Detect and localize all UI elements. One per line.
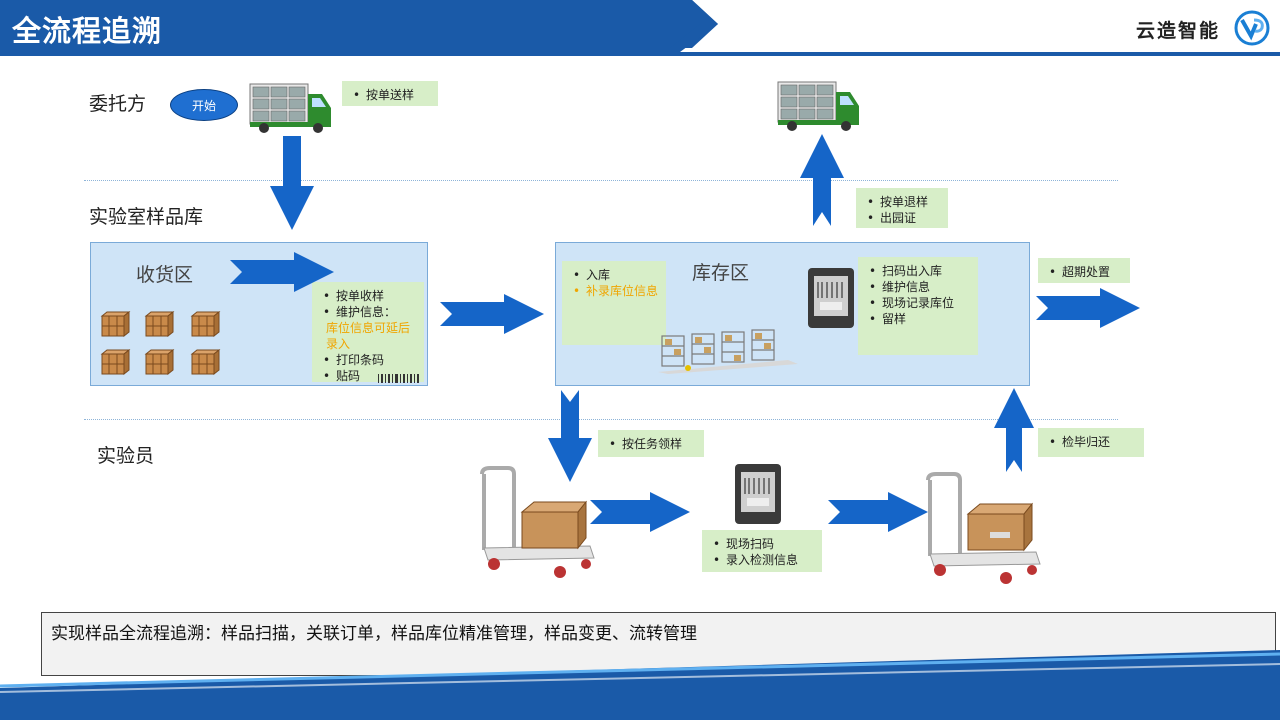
- arrow-right-overdue: [1036, 288, 1140, 328]
- note-item: 按任务领样: [609, 436, 696, 452]
- arrow-right-to-cart: [828, 492, 928, 532]
- arrow-right-to-inventory: [440, 294, 544, 334]
- scanner-icon: [808, 268, 854, 328]
- arrow-down-take: [548, 390, 592, 482]
- note-item: 按单送样: [353, 87, 430, 103]
- note-item: 贴码: [323, 368, 416, 384]
- note-item: 打印条码: [323, 352, 416, 368]
- arrow-right-receive: [230, 252, 334, 292]
- row-divider-2: [84, 419, 1118, 420]
- note-highlight: 补录库位信息: [573, 283, 658, 299]
- arrow-up-return: [800, 134, 844, 226]
- onsite-note: 现场扫码 录入检测信息: [702, 530, 822, 572]
- header-underline: [0, 0, 1280, 56]
- note-item: 检毕归还: [1049, 434, 1136, 450]
- row-label-sample-store: 实验室样品库: [89, 206, 204, 228]
- page-title: 全流程追溯: [12, 14, 163, 48]
- note-item: 留样: [869, 311, 970, 327]
- note-highlight: 库位信息可延后录入: [326, 321, 411, 351]
- note-item: 入库: [573, 267, 658, 283]
- return-note: 按单退样 出园证: [856, 188, 948, 228]
- shelving-icon: [658, 329, 798, 374]
- note-item: 出园证: [867, 210, 940, 226]
- overdue-note: 超期处置: [1038, 258, 1130, 283]
- sample-cart-icon: [480, 466, 595, 578]
- arrow-up-back: [994, 388, 1034, 472]
- note-item: 维护信息: [869, 279, 970, 295]
- check-return-note: 检毕归还: [1038, 428, 1144, 457]
- inventory-zone-title: 库存区: [692, 262, 750, 284]
- row-divider-1: [84, 180, 1118, 181]
- row-label-lab-staff: 实验员: [97, 445, 155, 467]
- arrow-right-to-scan: [590, 492, 690, 532]
- note-item: 现场扫码: [713, 536, 814, 552]
- return-truck-icon: [777, 81, 859, 131]
- receiving-notes: 按单收样 维护信息： 库位信息可延后录入 打印条码 贴码: [312, 282, 424, 384]
- cartons-icon: [101, 311, 220, 375]
- note-item: 按单退样: [867, 194, 940, 210]
- note-item: 扫码出入库: [869, 263, 970, 279]
- note-item: 现场记录库位: [869, 295, 970, 311]
- arrow-down-delivery: [270, 136, 314, 230]
- scanner-icon: [735, 464, 781, 524]
- note-item: 超期处置: [1049, 264, 1122, 280]
- note-item: 按单收样: [323, 288, 416, 304]
- inventory-left-notes: 入库 补录库位信息: [562, 261, 666, 345]
- start-button[interactable]: 开始: [170, 89, 238, 121]
- barcode-icon: [378, 374, 419, 383]
- sample-cart-icon: [926, 472, 1041, 584]
- header-bar: [0, 0, 718, 48]
- brand-name: 云造智能: [1136, 20, 1221, 42]
- receiving-zone-title: 收货区: [136, 264, 194, 286]
- brand-logo-icon: [1234, 10, 1270, 46]
- delivery-truck-icon: [249, 83, 331, 133]
- inventory-right-notes: 扫码出入库 维护信息 现场记录库位 留样: [858, 257, 978, 355]
- note-item: 录入检测信息: [713, 552, 814, 568]
- take-task-note: 按任务领样: [598, 430, 704, 457]
- summary-text: 实现样品全流程追溯：样品扫描，关联订单，样品库位精准管理，样品变更、流转管理: [51, 624, 697, 644]
- deliver-note: 按单送样: [342, 81, 438, 106]
- row-label-client: 委托方: [89, 93, 147, 115]
- note-item: 维护信息：: [323, 304, 416, 320]
- footer-band: [0, 650, 1280, 720]
